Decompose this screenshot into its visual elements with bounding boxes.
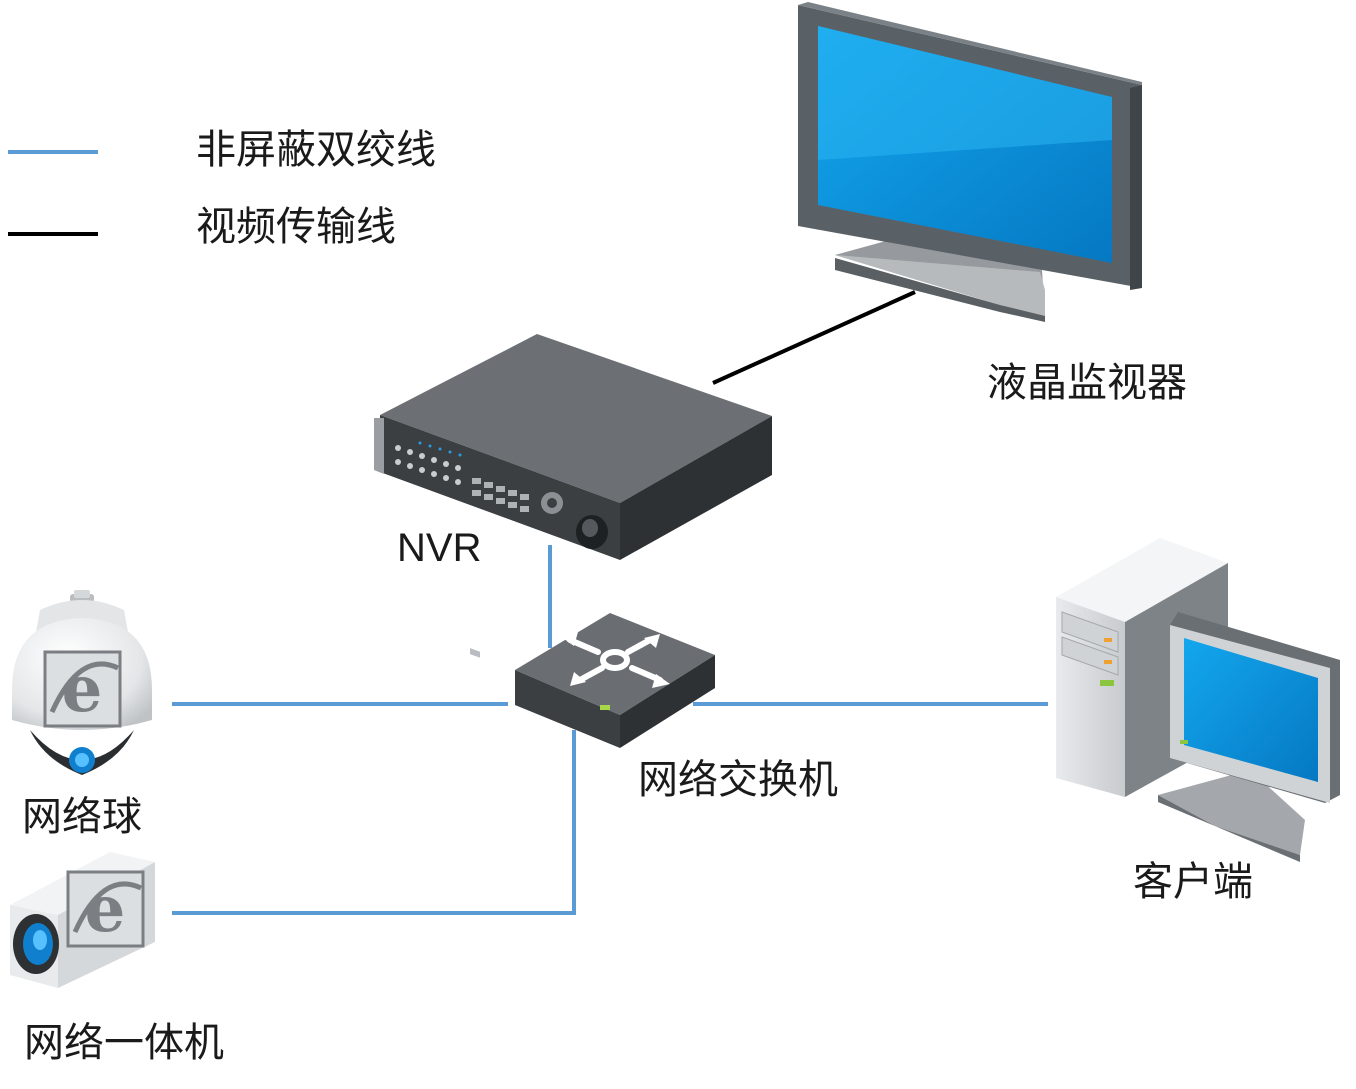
legend [8, 150, 98, 236]
connections [172, 290, 1048, 915]
legend-video-label: 视频传输线 [196, 204, 396, 250]
dome-camera-icon: e [12, 590, 152, 775]
nvr-label: NVR [397, 526, 482, 570]
client-computer-icon [1056, 538, 1340, 862]
box-camera-label: 网络一体机 [24, 1020, 224, 1066]
monitor-label: 液晶监视器 [987, 360, 1187, 406]
legend-utp-label: 非屏蔽双绞线 [196, 127, 436, 173]
dome-camera-label: 网络球 [22, 794, 142, 840]
client-label: 客户端 [1133, 859, 1253, 905]
video-line-nvr-monitor [712, 290, 916, 385]
nvr-icon [374, 334, 772, 658]
lcd-monitor-icon [798, 2, 1142, 322]
switch-label: 网络交换机 [638, 757, 838, 803]
network-switch-icon [515, 613, 715, 748]
box-camera-icon: e [10, 852, 155, 988]
utp-line-box-switch [172, 730, 576, 915]
